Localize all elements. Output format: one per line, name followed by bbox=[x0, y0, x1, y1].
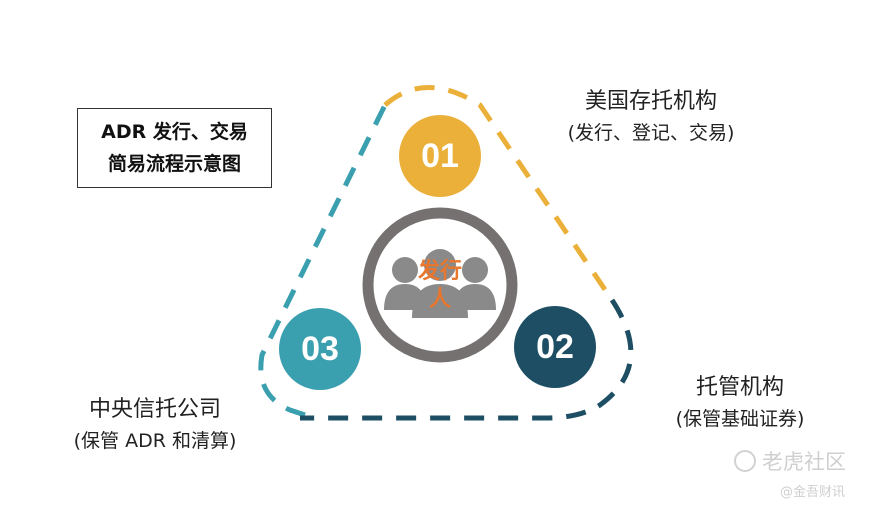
node-03-name: 中央信托公司 bbox=[88, 397, 221, 422]
node-01-number: 01 bbox=[421, 136, 459, 175]
node-02-number: 02 bbox=[536, 327, 574, 366]
watermark-main: 老虎社区 bbox=[734, 446, 846, 476]
node-03-circle: 03 bbox=[279, 308, 361, 390]
triangle-edge-bottom bbox=[300, 298, 634, 421]
node-03-label: 中央信托公司 (保管 ADR 和清算) bbox=[40, 394, 270, 456]
title-line-2: 简易流程示意图 bbox=[107, 153, 241, 175]
node-03-role: (保管 ADR 和清算) bbox=[73, 430, 237, 452]
node-01-label: 美国存托机构 (发行、登记、交易) bbox=[536, 86, 766, 148]
node-03-number: 03 bbox=[301, 329, 339, 368]
node-01-name: 美国存托机构 bbox=[584, 89, 717, 114]
title-box: ADR 发行、交易 简易流程示意图 bbox=[77, 108, 272, 188]
node-01-circle: 01 bbox=[399, 115, 481, 197]
node-02-label: 托管机构 (保管基础证券) bbox=[640, 372, 840, 434]
watermark-sub: @金吾财讯 bbox=[780, 485, 846, 500]
issuer-label-line-1: 发行 bbox=[417, 259, 462, 284]
title-line-1: ADR 发行、交易 bbox=[101, 121, 248, 143]
watermark-logo-icon bbox=[734, 450, 756, 472]
people-group-icon bbox=[384, 249, 496, 318]
issuer-label-line-2: 人 bbox=[428, 287, 451, 312]
issuer-label: 发行 人 bbox=[405, 258, 475, 314]
triangle-edge-left bbox=[258, 103, 388, 418]
watermark-main-text: 老虎社区 bbox=[762, 450, 846, 474]
triangle-edge-right bbox=[383, 85, 615, 302]
node-01-role: (发行、登记、交易) bbox=[567, 122, 735, 144]
node-02-name: 托管机构 bbox=[695, 375, 784, 400]
node-02-circle: 02 bbox=[514, 306, 596, 388]
node-02-role: (保管基础证券) bbox=[675, 408, 805, 430]
